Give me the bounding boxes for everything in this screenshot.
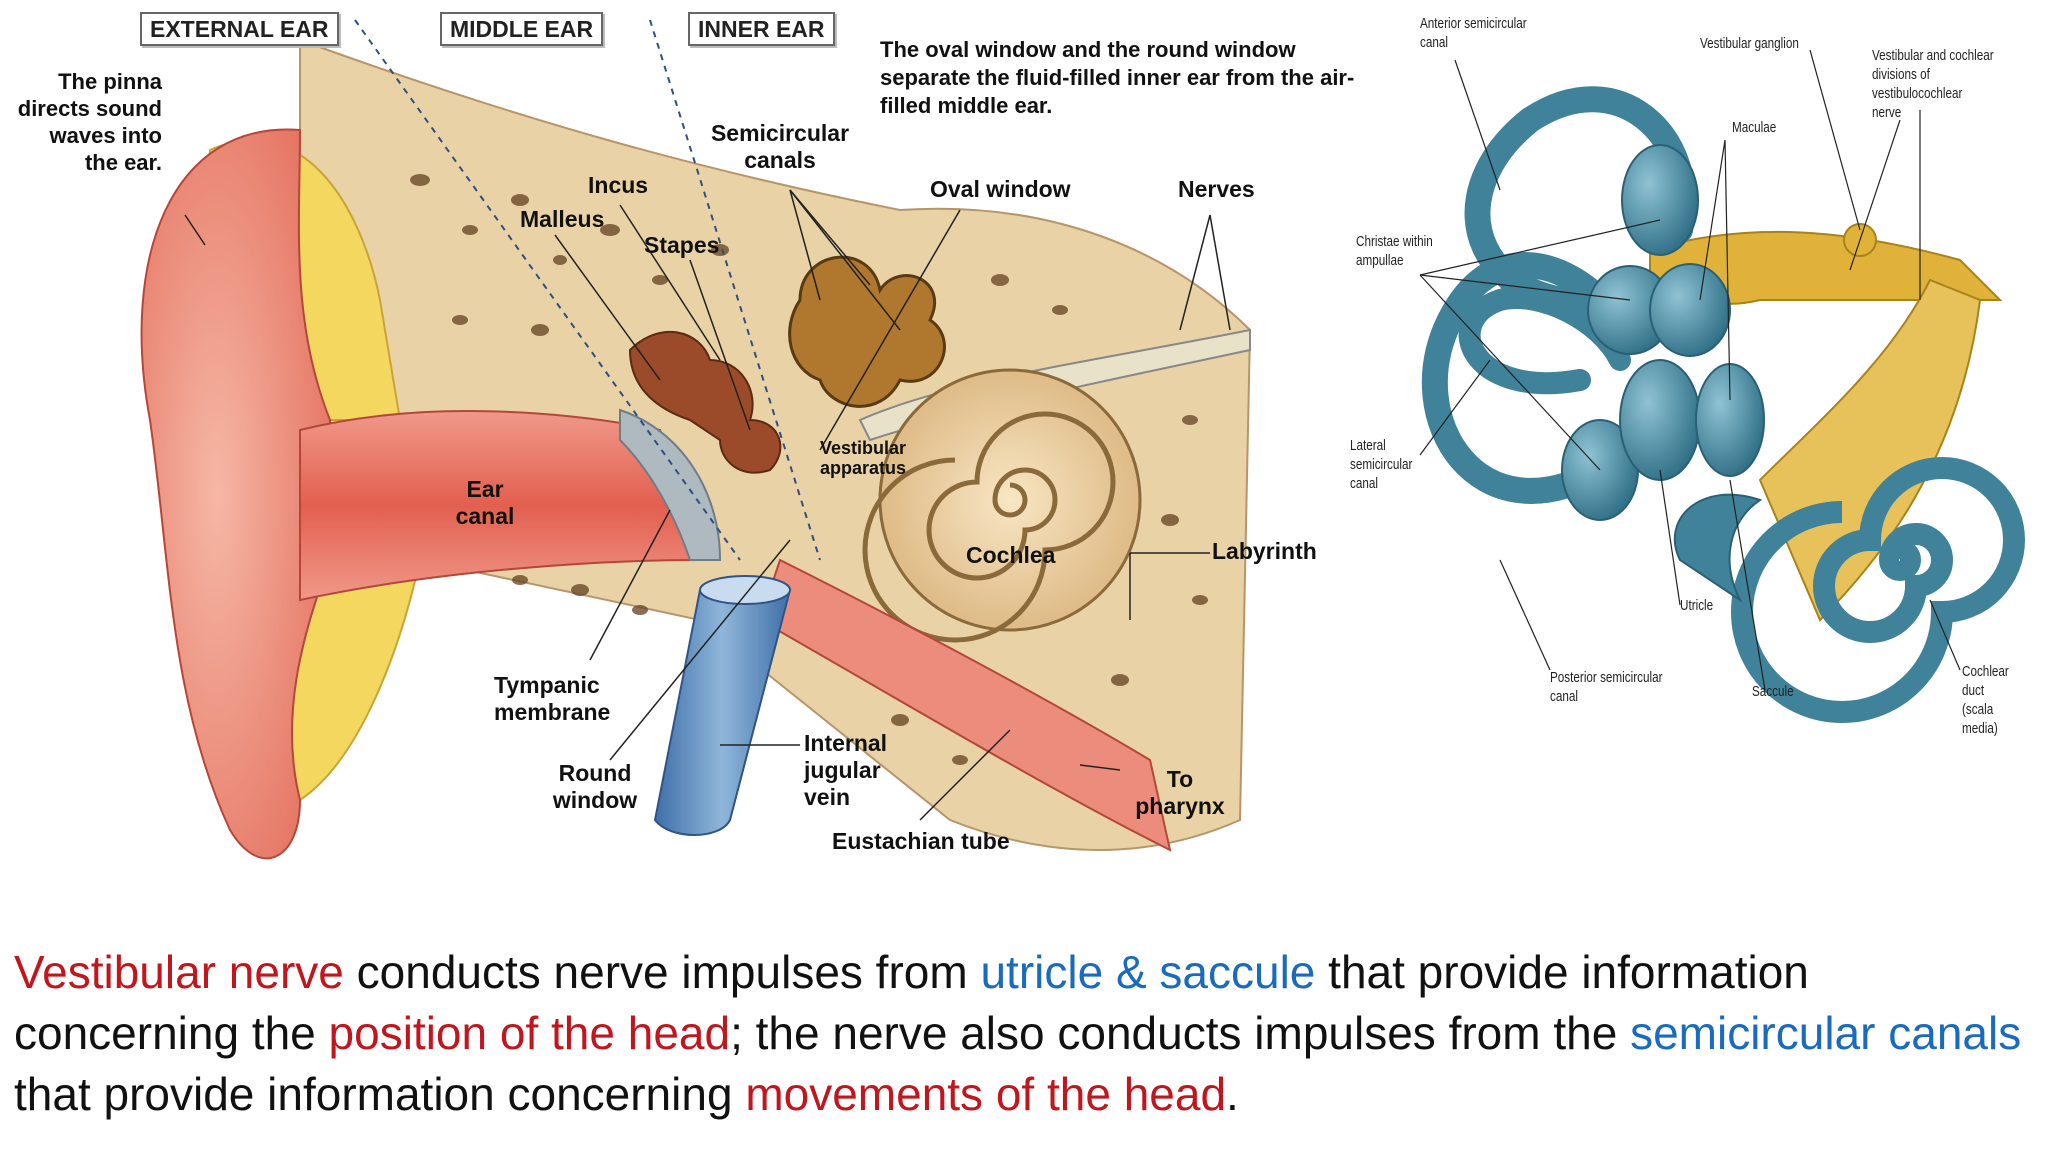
label-utricle: Utricle	[1680, 597, 1714, 614]
utricle-shape	[1649, 263, 1731, 357]
label-cochlear-duct: Cochlear duct (scala media)	[1962, 663, 2009, 737]
caption-utricle-saccule: utricle & saccule	[980, 946, 1316, 998]
pinna-note: The pinna directs sound waves into the e…	[0, 68, 162, 176]
window-note: The oval window and the round window sep…	[880, 36, 1360, 120]
note-text-3: separate the fluid-filled inner ear from…	[880, 65, 1355, 118]
caption-position-of-head: position of the head	[328, 1007, 731, 1059]
label-round-window: Round window	[552, 760, 638, 813]
ampulla-upper	[1621, 144, 1699, 256]
caption-text-4: that provide information concerning the	[14, 946, 1809, 1059]
pinna-note-lead: The	[58, 69, 104, 94]
caption-text-8: that provide information concerning	[14, 1068, 746, 1120]
section-external-ear: EXTERNAL EAR	[140, 12, 339, 46]
label-tympanic-membrane: Tympanic membrane	[494, 672, 611, 725]
pinna-shape	[140, 128, 331, 860]
label-vestibular-apparatus: Vestibular apparatus	[819, 438, 907, 478]
jugular-vein-opening	[699, 575, 791, 605]
note-round-window: round window	[1146, 37, 1296, 62]
label-anterior-semicircular-canal: Anterior semicircular canal	[1420, 15, 1527, 51]
label-internal-jugular-vein: Internal jugular vein	[804, 730, 888, 810]
label-christae-within-ampullae: Christae within ampullae	[1356, 233, 1433, 269]
external-middle-divider	[354, 19, 741, 561]
semicircular-canals-shape	[788, 255, 946, 408]
tympanic-membrane-shape	[619, 408, 722, 561]
membranous-labyrinth-illustration	[1419, 49, 2025, 723]
label-lateral-semicircular-canal: Lateral semicircular canal	[1350, 437, 1413, 492]
caption-text-6: ; the nerve also conducts impulses from …	[730, 1007, 1631, 1059]
cochlea-shape	[862, 368, 1142, 643]
note-oval-window: oval window	[925, 37, 1057, 62]
label-oval-window: Oval window	[930, 176, 1071, 202]
lateral-semicircular-canal-shape	[1458, 287, 1631, 395]
label-vestibular-cochlear-divisions: Vestibular and cochlear divisions of ves…	[1872, 47, 1994, 121]
middle-inner-divider	[649, 19, 821, 561]
caption-vestibular-nerve: Vestibular nerve	[14, 946, 344, 998]
caption-movements-of-head: movements of the head	[745, 1068, 1227, 1120]
label-semicircular-canals: Semicircular canals	[710, 120, 850, 173]
caption-period: .	[1226, 1068, 1239, 1120]
labyrinth-leader-lines	[1419, 49, 1961, 691]
label-eustachian-tube: Eustachian tube	[832, 828, 1010, 854]
label-malleus: Malleus	[520, 206, 605, 232]
label-cochlea: Cochlea	[966, 542, 1056, 568]
label-vestibular-ganglion: Vestibular ganglion	[1700, 35, 1799, 52]
caption: Vestibular nerve conducts nerve impulses…	[14, 942, 2044, 1125]
bone-pores	[410, 174, 1208, 765]
pinna-note-bold: pinna	[103, 69, 162, 94]
cochlear-duct-shape	[1673, 457, 2025, 723]
label-ear-canal: Ear canal	[455, 476, 515, 529]
eustachian-tube-shape	[758, 558, 1172, 852]
ear-leader-lines	[184, 189, 1231, 821]
label-saccule: Saccule	[1752, 683, 1794, 700]
ossicles-shape	[628, 331, 782, 474]
label-incus: Incus	[588, 172, 649, 198]
section-middle-ear: MIDDLE EAR	[440, 12, 604, 46]
label-maculae: Maculae	[1732, 119, 1777, 136]
note-text-2: and the	[1056, 37, 1147, 62]
posterior-semicircular-canal-shape	[1421, 252, 1613, 504]
section-inner-ear: INNER EAR	[688, 12, 835, 46]
note-text-1: The	[880, 37, 926, 62]
saccule-shape	[1695, 363, 1765, 477]
label-nerves: Nerves	[1178, 176, 1255, 202]
caption-text-2: conducts nerve impulses from	[343, 946, 981, 998]
label-stapes: Stapes	[644, 232, 720, 258]
ear-anatomy-illustration	[140, 19, 1252, 860]
label-labyrinth: Labyrinth	[1212, 538, 1317, 564]
utricle-body	[1619, 359, 1701, 481]
jugular-vein-shape	[653, 589, 792, 836]
label-posterior-semicircular-canal: Posterior semicircular canal	[1550, 669, 1663, 705]
label-to-pharynx: To pharynx	[1135, 766, 1225, 819]
caption-semicircular-canals: semicircular canals	[1630, 1007, 2022, 1059]
pinna-note-rest: directs sound waves into the ear.	[17, 96, 162, 175]
